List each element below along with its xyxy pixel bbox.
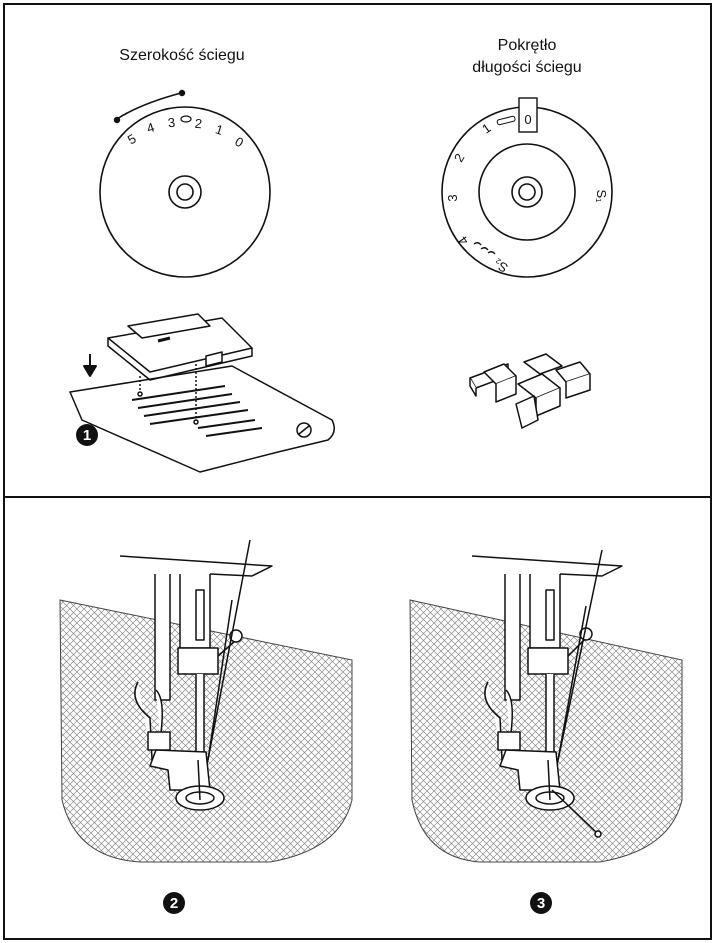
width-tick-4: 4 (145, 119, 157, 136)
step-1-badge (76, 424, 98, 446)
step-2-badge-number: 2 (170, 895, 178, 912)
length-dial-ring (511, 176, 543, 208)
width-tick-3: 3 (167, 115, 176, 131)
machine-arm (471, 549, 623, 838)
length-dial-hub (518, 183, 536, 201)
fine-adjust-mark (496, 115, 516, 126)
sewing-illustration-step-3 (409, 549, 683, 863)
step-3-badge-number: 3 (537, 895, 545, 912)
needle-plate-illustration (69, 313, 335, 473)
stitch-width-dial: Szerokość ściegu 5 4 3 2 1 0 (99, 47, 271, 278)
step-1-badge-number: 1 (83, 427, 91, 444)
sewing-illustration-step-2 (59, 539, 353, 863)
length-s-marks (473, 242, 496, 255)
width-tick-1: 1 (214, 121, 226, 138)
alignment-hole (193, 419, 199, 425)
presser-foot-hump (127, 313, 211, 339)
width-indicator-mark (180, 115, 192, 123)
alignment-hole (137, 391, 143, 397)
arc-end-dot (113, 116, 121, 124)
needle-plate (69, 365, 335, 473)
arc-end-dot (178, 89, 186, 97)
presser-foot-side-tab (205, 351, 223, 367)
length-tick-s2: S₂ (491, 256, 510, 276)
length-dial-inner (478, 143, 576, 241)
stitch-width-label: Szerokość ściegu (119, 47, 244, 64)
width-dial-ring (168, 175, 202, 209)
machine-arm (119, 539, 273, 811)
stitch-length-label-line2: długości ściegu (472, 59, 581, 76)
thread-end (594, 830, 602, 838)
length-tick-s1: S₁ (594, 189, 609, 203)
plate-screw-slot (298, 425, 310, 435)
bottom-panel: 2 (59, 539, 683, 914)
step-2-badge (163, 892, 185, 914)
presser-foot-edge (107, 338, 253, 381)
presser-foot-accessory (469, 353, 591, 429)
width-tick-2: 2 (194, 116, 203, 132)
step-3-badge (530, 892, 552, 914)
top-panel: Szerokość ściegu 5 4 3 2 1 0 Pokrętło dł… (69, 37, 613, 473)
width-dial-hub (176, 183, 194, 201)
feed-dog-slots (131, 385, 263, 437)
length-tick-3: 3 (445, 194, 460, 201)
length-tick-0: 0 (524, 112, 531, 127)
length-selected-window (518, 97, 538, 133)
pulled-thread (551, 789, 597, 833)
stitch-length-dial: Pokrętło długości ściegu 0 1 2 3 4 S₁ S₂ (441, 37, 613, 278)
outer-frame (3, 3, 712, 940)
width-dial-outer (99, 106, 271, 278)
width-range-arc (116, 92, 182, 120)
fabric-area (59, 599, 353, 863)
down-arrow-icon (83, 354, 97, 377)
stitch-length-label-line1: Pokrętło (498, 37, 557, 54)
presser-foot-slot (157, 336, 171, 343)
